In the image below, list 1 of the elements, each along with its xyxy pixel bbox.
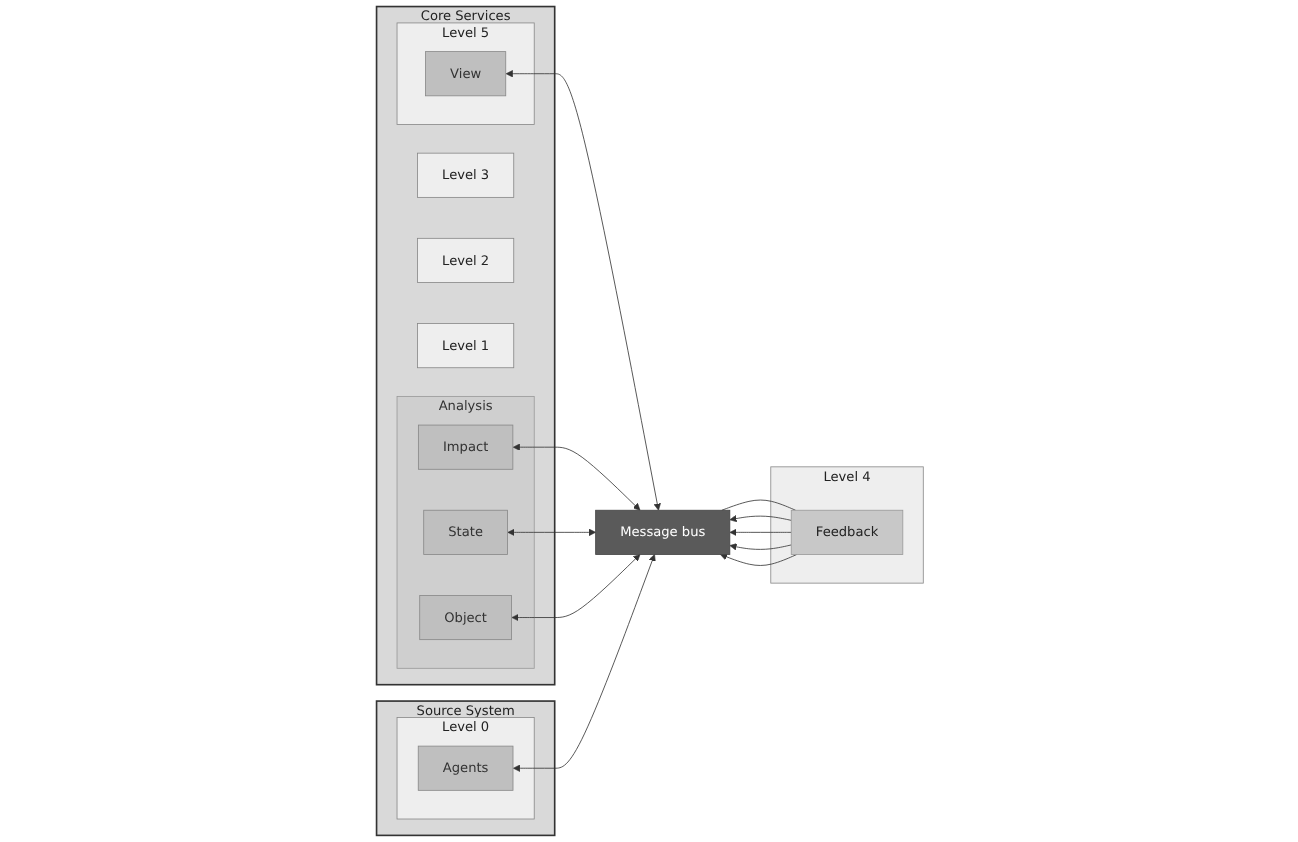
connector [720, 499, 796, 511]
